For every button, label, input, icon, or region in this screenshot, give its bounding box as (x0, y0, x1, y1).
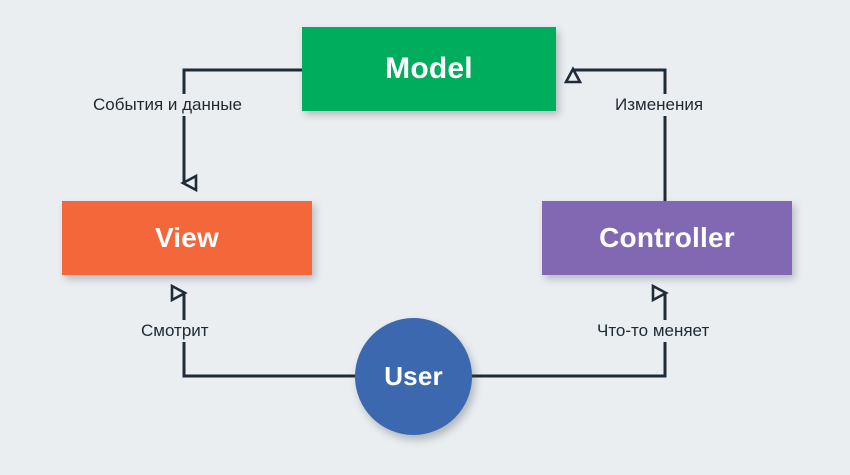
edge-model-to-view (180, 68, 302, 193)
node-controller[interactable]: Controller (542, 201, 792, 275)
edge-label-user-to-view: Смотрит (136, 320, 214, 342)
edge-label-controller-to-model: Изменения (610, 94, 709, 116)
node-view-label: View (154, 222, 220, 253)
edge-label-user-to-controller: Что-то меняет (592, 320, 715, 342)
node-model-label: Model (385, 52, 473, 85)
edge-label-model-to-view: События и данные (88, 94, 247, 116)
node-view[interactable]: View (62, 201, 312, 275)
node-user-label: User (384, 361, 443, 391)
node-user[interactable]: User (355, 318, 472, 435)
edge-controller-to-model (563, 66, 667, 201)
node-model[interactable]: Model (302, 27, 556, 111)
node-controller-label: Controller (599, 222, 735, 253)
